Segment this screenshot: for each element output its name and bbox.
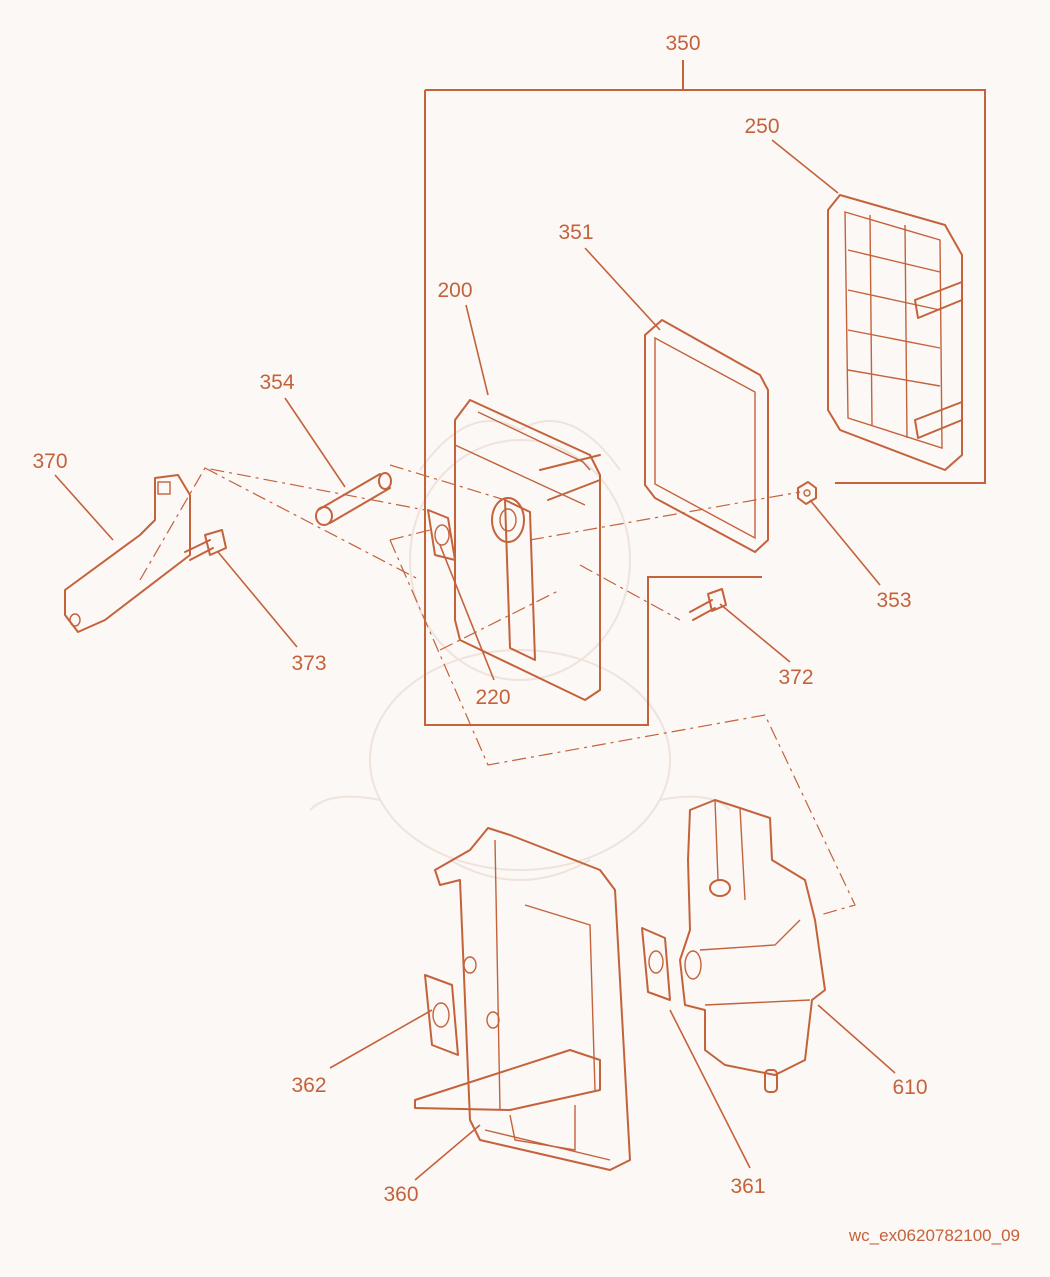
callout-360: 360 [383,1183,418,1206]
callout-372: 372 [778,666,813,689]
callout-362: 362 [291,1074,326,1097]
callout-350: 350 [665,32,700,55]
part-372-bolt [689,588,727,621]
part-370-bracket [64,474,191,633]
callout-351: 351 [558,221,593,244]
part-353-nut [797,481,817,505]
part-250-filter-cover [827,194,963,471]
part-361-gasket [641,927,671,1001]
part-360-spacer [414,827,631,1171]
callout-370: 370 [32,450,67,473]
callout-361: 361 [730,1175,765,1198]
watermark [309,420,731,881]
callout-250: 250 [744,115,779,138]
part-220-gasket [427,509,456,561]
callout-220: 220 [475,686,510,709]
callout-353: 353 [876,589,911,612]
callout-labels: 350 250 351 200 354 370 373 220 353 372 … [32,32,927,1206]
part-610-carburetor [679,799,826,1093]
callout-373: 373 [291,652,326,675]
drawing-reference: wc_ex0620782100_09 [848,1226,1020,1245]
callout-200: 200 [437,279,472,302]
leader-lines [54,139,896,1181]
part-351-filter-element [644,319,769,553]
callout-354: 354 [259,371,294,394]
part-200-air-cleaner-case [454,399,601,701]
assembly-lines [139,464,856,916]
part-362-gasket [424,974,459,1056]
callout-610: 610 [892,1076,927,1099]
assembly-frame-350 [424,60,986,726]
part-373-bolt [184,529,227,561]
part-354-tube [315,472,392,526]
